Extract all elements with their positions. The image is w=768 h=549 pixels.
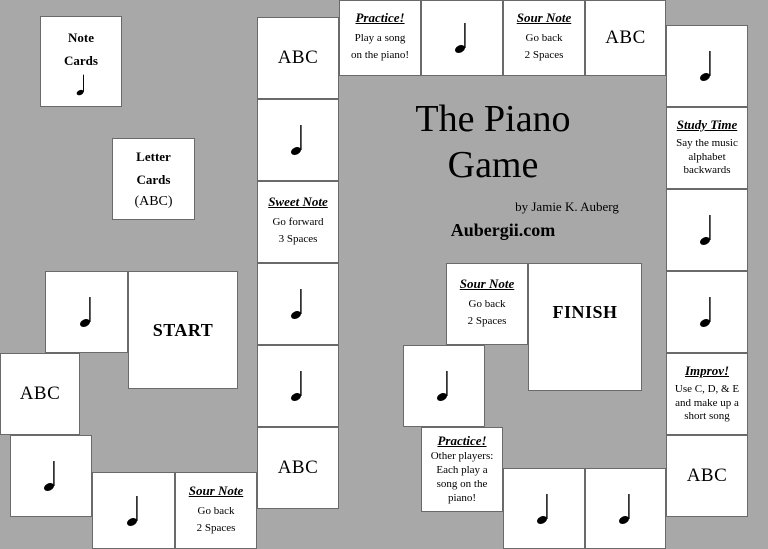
practice-space[interactable]: Practice! Play a song on the piano! <box>339 0 421 76</box>
letter-cards-pile[interactable]: Letter Cards (ABC) <box>112 138 195 220</box>
note-space[interactable] <box>421 0 503 76</box>
quarter-note-icon <box>699 214 715 246</box>
quarter-note-icon <box>290 288 306 320</box>
note-space[interactable] <box>10 435 92 517</box>
note-space[interactable] <box>666 189 748 271</box>
sweet-note-space[interactable]: Sweet Note Go forward 3 Spaces <box>257 181 339 263</box>
quarter-note-icon <box>699 50 715 82</box>
quarter-note-icon <box>536 493 552 525</box>
quarter-note-icon <box>79 296 95 328</box>
abc-space[interactable]: ABC <box>0 353 80 435</box>
note-space[interactable] <box>92 472 175 549</box>
quarter-note-icon <box>436 370 452 402</box>
note-space[interactable] <box>257 263 339 345</box>
note-space[interactable] <box>503 468 585 549</box>
start-space[interactable]: START <box>128 271 238 389</box>
abc-space[interactable]: ABC <box>257 427 339 509</box>
quarter-note-icon <box>454 22 470 54</box>
quarter-note-icon <box>618 493 634 525</box>
game-title: The Piano Game <box>415 98 571 186</box>
quarter-note-icon <box>290 370 306 402</box>
abc-space[interactable]: ABC <box>585 0 666 76</box>
sour-note-space[interactable]: Sour Note Go back 2 Spaces <box>503 0 585 76</box>
quarter-note-icon <box>43 460 59 492</box>
finish-space[interactable]: FINISH <box>528 263 642 391</box>
note-space[interactable] <box>45 271 128 353</box>
quarter-note-icon <box>290 124 306 156</box>
note-space[interactable] <box>585 468 666 549</box>
abc-space[interactable]: ABC <box>666 435 748 517</box>
sour-note-space[interactable]: Sour Note Go back 2 Spaces <box>175 472 257 549</box>
author-credit: by Jamie K. Auberg <box>515 199 619 214</box>
quarter-note-icon <box>126 495 142 527</box>
website-label: Aubergii.com <box>450 220 556 240</box>
note-space[interactable] <box>257 345 339 427</box>
sour-note-space[interactable]: Sour Note Go back 2 Spaces <box>446 263 528 345</box>
note-space[interactable] <box>666 271 748 353</box>
improv-space[interactable]: Improv! Use C, D, & E and make up a shor… <box>666 353 748 435</box>
quarter-note-icon <box>76 74 87 96</box>
note-space[interactable] <box>257 99 339 181</box>
note-cards-pile[interactable]: Note Cards <box>40 16 122 107</box>
note-space[interactable] <box>403 345 485 427</box>
abc-space[interactable]: ABC <box>257 17 339 99</box>
quarter-note-icon <box>699 296 715 328</box>
study-time-space[interactable]: Study Time Say the music alphabet backwa… <box>666 107 748 189</box>
note-space[interactable] <box>666 25 748 107</box>
practice-space[interactable]: Practice! Other players: Each play a son… <box>421 427 503 512</box>
